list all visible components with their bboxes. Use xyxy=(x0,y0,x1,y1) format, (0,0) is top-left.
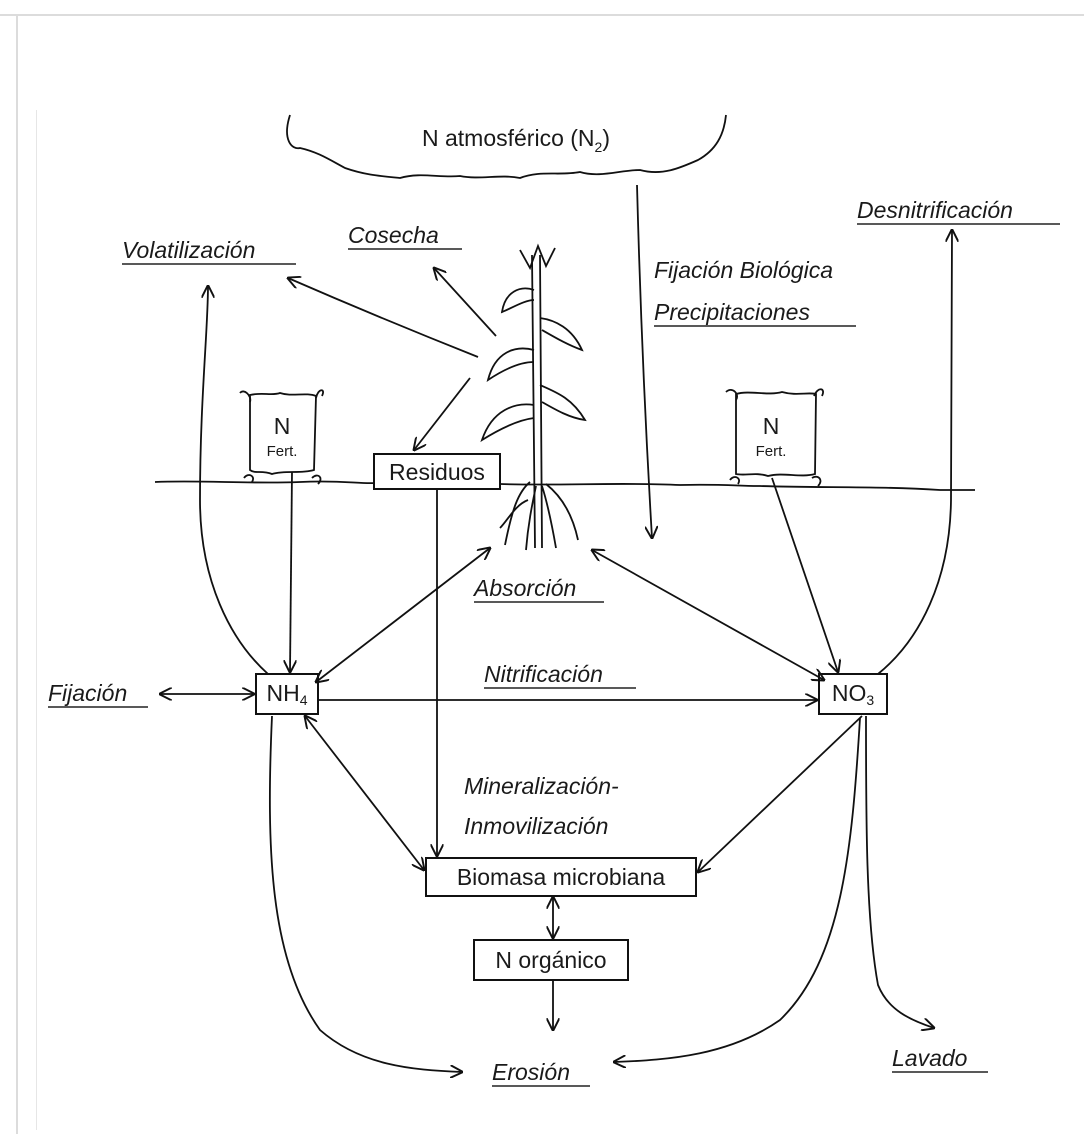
frame-inner-border xyxy=(36,110,37,1130)
biomass-box xyxy=(425,857,697,897)
nh4-label: NH4 xyxy=(266,680,307,708)
biological-fixation-label: Fijación Biológica xyxy=(654,257,833,283)
organic-n-box xyxy=(473,939,629,981)
volatilization-label: Volatilización xyxy=(122,237,255,263)
fert-right-label: Fert. xyxy=(756,443,787,460)
denitrification-label: Desnitrificación xyxy=(857,197,1013,223)
nitrification-label: Nitrificación xyxy=(484,661,603,687)
arrow-plant-to-harvest xyxy=(434,268,497,337)
atmosphere-cloud xyxy=(286,114,727,179)
arrow-no3-biomass xyxy=(698,715,863,872)
absorption-label: Absorción xyxy=(472,575,576,601)
arrow-nh4-to-erosion xyxy=(268,715,462,1072)
arrow-nh4-to-volatilization xyxy=(199,286,269,675)
arrow-fert-to-nh4 xyxy=(290,471,292,672)
arrow-fert-to-no3 xyxy=(771,477,838,672)
arrow-no3-absorption xyxy=(592,550,824,680)
arrow-nh4-absorption xyxy=(316,548,490,682)
residues-label: Residuos xyxy=(389,459,485,485)
atmosphere-label: N atmosférico (N2) xyxy=(422,125,610,155)
arrow-plant-to-volatilization xyxy=(288,278,479,358)
fert-right-n-label: N xyxy=(763,413,780,439)
fert-left-label: Fert. xyxy=(267,443,298,460)
frame-left-border xyxy=(16,14,18,1134)
fertilizer-bag-right-icon xyxy=(725,388,824,487)
arrow-atmosphere-to-soil xyxy=(636,184,652,538)
harvest-label: Cosecha xyxy=(348,222,439,248)
arrows xyxy=(160,184,952,1072)
mineralization-label: Mineralización- xyxy=(464,773,619,799)
organic-n-label: N orgánico xyxy=(495,947,606,973)
arrow-plant-to-residues xyxy=(414,377,471,450)
ground-line xyxy=(154,480,975,491)
biomass-label: Biomasa microbiana xyxy=(457,864,666,890)
fertilizer-bag-left-icon xyxy=(239,389,324,485)
arrow-nh4-biomass xyxy=(305,716,424,870)
arrow-no3-to-denitrification xyxy=(877,230,952,675)
plant-icon xyxy=(480,243,587,551)
arrow-no3-to-erosion xyxy=(614,717,861,1062)
arrow-no3-to-leaching xyxy=(865,715,934,1028)
fert-left-n-label: N xyxy=(274,413,291,439)
erosion-label: Erosión xyxy=(492,1059,570,1085)
no3-label: NO3 xyxy=(832,680,875,708)
nh4-box xyxy=(255,673,319,715)
residues-box xyxy=(373,453,501,490)
frame-top-border xyxy=(0,14,1084,16)
precipitation-label: Precipitaciones xyxy=(654,299,810,325)
fixation-label: Fijación xyxy=(48,680,127,706)
no3-box xyxy=(818,673,888,715)
immobilization-label: Inmovilización xyxy=(464,813,608,839)
leaching-label: Lavado xyxy=(892,1045,968,1071)
